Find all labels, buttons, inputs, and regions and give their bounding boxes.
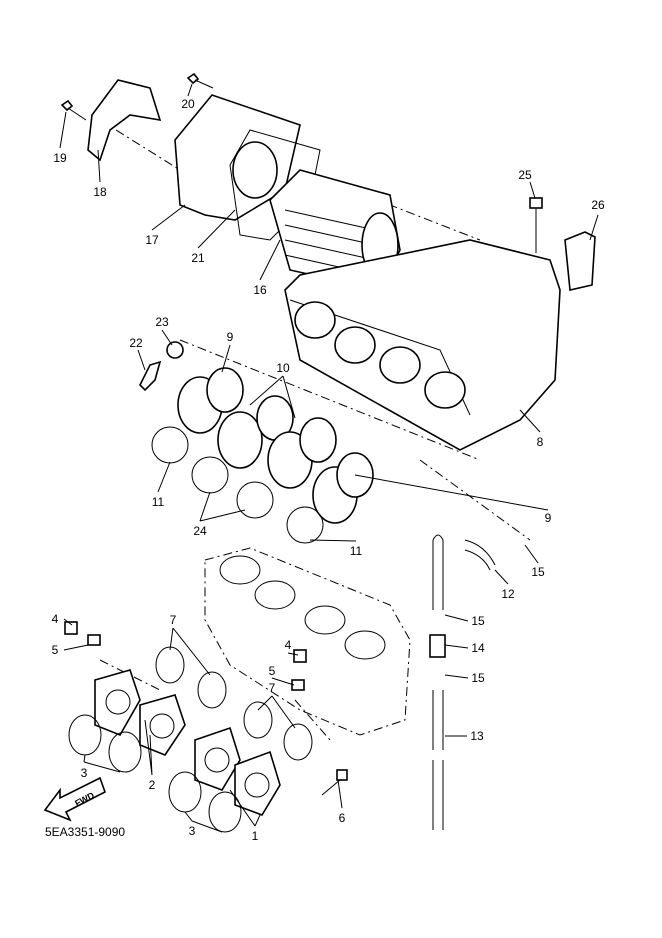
callout-9-upper: 9 — [227, 330, 234, 344]
fwd-arrow: FWD — [43, 776, 106, 822]
callout-15-c: 15 — [471, 671, 485, 685]
callout-3-left: 3 — [81, 766, 88, 780]
callout-25: 25 — [518, 168, 532, 182]
cap-4-5 — [64, 621, 307, 691]
damper-26 — [564, 231, 596, 291]
screw-19 — [60, 99, 87, 121]
screw-20 — [186, 72, 214, 89]
callout-11-upper: 11 — [152, 495, 165, 509]
callout-12: 12 — [501, 587, 515, 601]
leader-lines — [59, 83, 599, 833]
carburetor-joints — [177, 367, 374, 524]
callout-24: 24 — [193, 524, 207, 538]
callout-1: 1 — [252, 829, 259, 843]
callout-22: 22 — [129, 336, 143, 350]
callout-5-left: 5 — [52, 643, 59, 657]
callouts: 19 18 20 17 21 16 25 26 8 23 22 9 10 11 … — [52, 97, 605, 843]
duct-cover-18 — [87, 79, 162, 162]
carburetor-bowls — [219, 555, 386, 660]
callout-4-left: 4 — [52, 612, 59, 626]
callout-4-right: 4 — [285, 638, 292, 652]
callout-19: 19 — [53, 151, 67, 165]
callout-20: 20 — [181, 97, 195, 111]
callout-7-left: 7 — [170, 613, 177, 627]
callout-3-right: 3 — [189, 824, 196, 838]
callout-14: 14 — [471, 641, 485, 655]
callout-8: 8 — [537, 435, 544, 449]
callout-7-right: 7 — [269, 681, 276, 695]
callout-17: 17 — [145, 233, 159, 247]
screw-6 — [321, 769, 348, 796]
callout-5-right: 5 — [269, 664, 276, 678]
callout-21: 21 — [191, 251, 205, 265]
clamps-7 — [155, 646, 313, 761]
cap-duct — [232, 141, 278, 199]
callout-23: 23 — [155, 315, 169, 329]
diagram-code: 5EA3351-9090 — [45, 825, 125, 839]
callout-18: 18 — [93, 185, 107, 199]
intake-manifolds — [68, 669, 281, 833]
callout-11-lower: 11 — [350, 544, 363, 558]
bolt-25 — [529, 197, 543, 253]
callout-2: 2 — [149, 778, 156, 792]
air-filter-element-16 — [269, 169, 401, 291]
air-filter-case-8 — [284, 239, 561, 451]
callout-15-b: 15 — [471, 614, 485, 628]
callout-16: 16 — [253, 283, 267, 297]
hoses — [429, 534, 496, 830]
callout-9-lower: 9 — [545, 511, 552, 525]
hose-22 — [139, 360, 162, 392]
callout-13: 13 — [470, 729, 484, 743]
callout-26: 26 — [591, 198, 605, 212]
callout-15-a: 15 — [531, 565, 545, 579]
callout-10: 10 — [276, 361, 290, 375]
cap-23 — [166, 341, 184, 359]
carburetor-assembly-outline — [204, 547, 411, 736]
callout-6: 6 — [339, 811, 346, 825]
